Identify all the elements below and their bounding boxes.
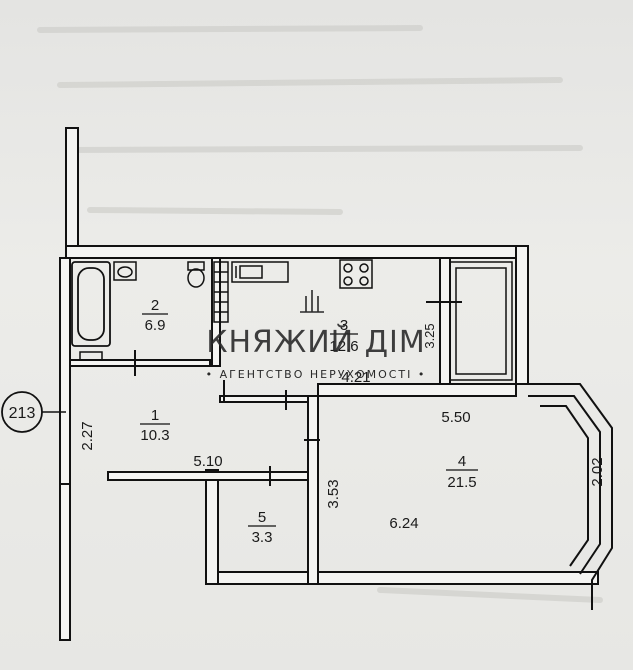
room-4-area: 21.5 <box>447 474 476 491</box>
watermark: КНЯЖИЙ ДІМ • АГЕНТСТВО НЕРУХОМОСТІ • <box>206 290 427 381</box>
room-1: 1 10.3 <box>140 407 170 444</box>
room-2-area: 6.9 <box>145 317 166 334</box>
kitchen-sink-icon <box>231 261 289 283</box>
room-5: 5 3.3 <box>248 509 276 546</box>
watermark-logo-icon <box>300 290 324 313</box>
dimension-hall-width: 5.10 <box>193 453 222 470</box>
room-5-area: 3.3 <box>252 529 273 546</box>
balcony-window <box>449 261 513 381</box>
room-3: 3 12.6 <box>329 317 358 355</box>
room-1-area: 10.3 <box>140 427 169 444</box>
stove-icon <box>339 259 373 289</box>
watermark-title: КНЯЖИЙ ДІМ <box>206 324 426 360</box>
room-3-number: 3 <box>340 317 348 334</box>
dimension-bay-width: 2.02 <box>589 457 606 486</box>
room-1-number: 1 <box>151 407 159 424</box>
dimension-kitchen-width: 4.21 <box>341 369 370 386</box>
axis-marker-label: 213 <box>9 405 36 422</box>
watermark-subtitle: • АГЕНТСТВО НЕРУХОМОСТІ • <box>206 368 427 381</box>
room-4: 4 21.5 <box>446 453 478 491</box>
dimension-kitchen-side: 3.25 <box>422 323 437 348</box>
outer-walls <box>59 127 599 641</box>
dimension-living-length: 6.24 <box>389 515 418 532</box>
room-5-number: 5 <box>258 509 266 526</box>
door-marks <box>134 301 462 486</box>
toilet-icon <box>187 261 205 288</box>
background-scan-noise <box>37 25 603 603</box>
axis-marker: 213 <box>1 391 66 433</box>
washer-icon <box>79 351 103 361</box>
bathtub-icon <box>71 261 111 347</box>
room-2-number: 2 <box>151 297 159 314</box>
ventilation-shaft <box>213 261 229 323</box>
dimension-living-top: 5.50 <box>441 409 470 426</box>
dimension-hall-depth: 2.27 <box>79 421 96 450</box>
room-3-area: 12.6 <box>329 338 358 355</box>
room-2: 2 6.9 <box>142 297 168 334</box>
room-4-number: 4 <box>458 453 466 470</box>
sink-icon <box>113 261 137 281</box>
bay-window <box>516 383 613 610</box>
dimension-living-left: 3.53 <box>325 479 342 508</box>
